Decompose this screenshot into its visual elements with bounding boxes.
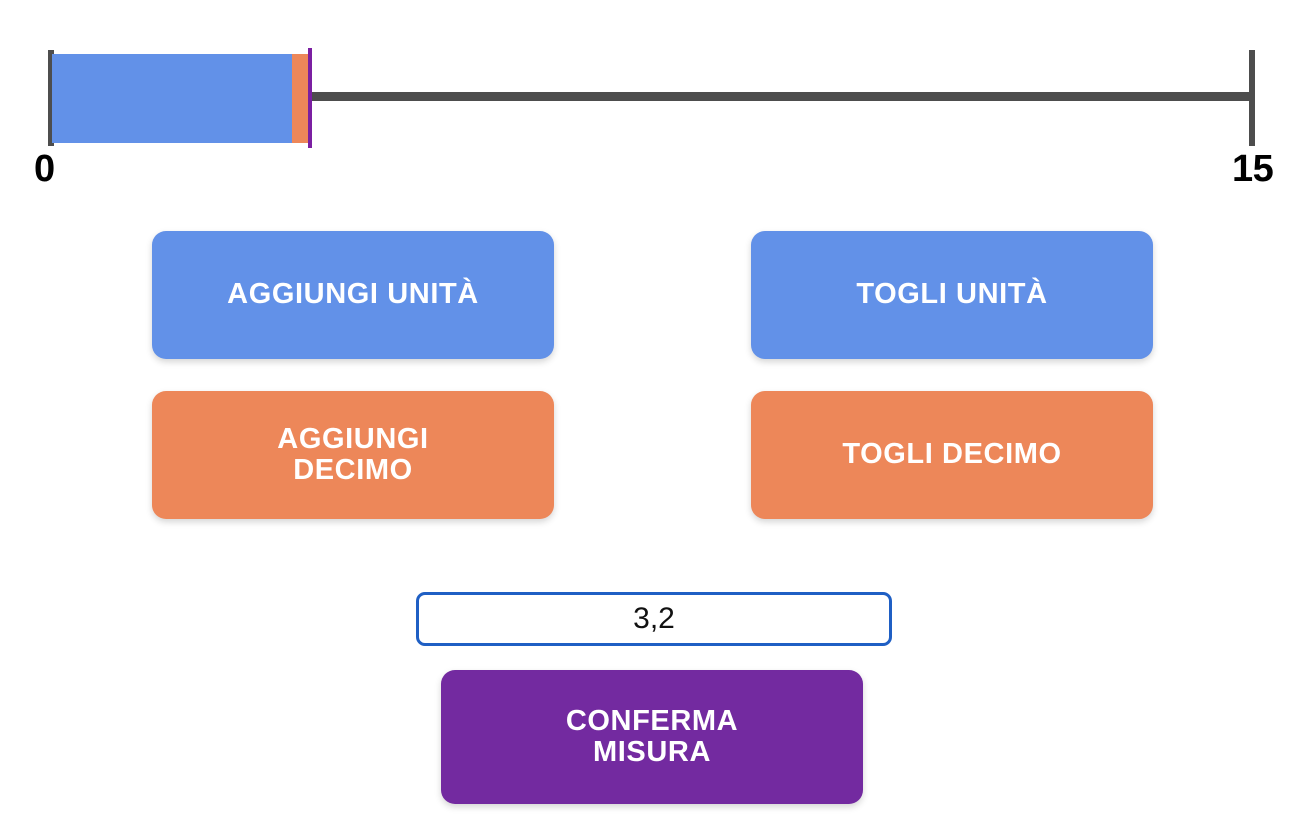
measurement-bar-units-segment bbox=[52, 54, 292, 143]
measurement-bar-tenths-segment bbox=[291, 54, 308, 143]
remove-tenth-button[interactable]: TOGLI DECIMO bbox=[751, 391, 1153, 519]
measurement-bar bbox=[52, 54, 308, 143]
add-unit-button[interactable]: AGGIUNGI UNITÀ bbox=[152, 231, 554, 359]
measurement-value-marker bbox=[307, 48, 312, 148]
ruler-baseline bbox=[50, 92, 1255, 101]
measurement-ruler: 0 15 bbox=[0, 0, 1298, 200]
ruler-label-max: 15 bbox=[1232, 148, 1274, 190]
remove-unit-button[interactable]: TOGLI UNITÀ bbox=[751, 231, 1153, 359]
ruler-tick-min bbox=[48, 50, 54, 146]
ruler-label-min: 0 bbox=[34, 148, 55, 190]
ruler-tick-max bbox=[1249, 50, 1255, 146]
confirm-measurement-button[interactable]: CONFERMA MISURA bbox=[441, 670, 863, 804]
add-tenth-button[interactable]: AGGIUNGI DECIMO bbox=[152, 391, 554, 519]
measurement-value-input[interactable] bbox=[416, 592, 892, 646]
